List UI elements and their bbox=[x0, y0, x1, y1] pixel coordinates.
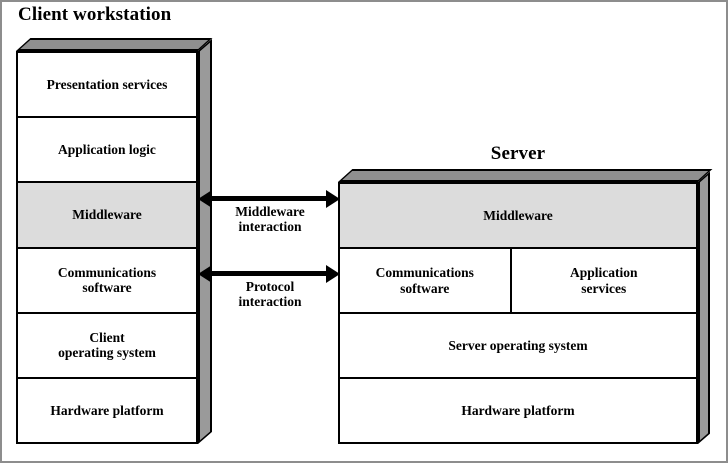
client-layer-presentation-services: Presentation services bbox=[18, 53, 196, 119]
server-stack: Middleware Communications software Appli… bbox=[338, 169, 713, 457]
client-workstation-title: Client workstation bbox=[18, 4, 172, 25]
arrow-shaft bbox=[210, 271, 328, 276]
client-layer-label: Client operating system bbox=[58, 330, 156, 361]
client-layer-label: Application logic bbox=[58, 142, 156, 158]
arrow-head-left-icon bbox=[198, 265, 212, 283]
server-layer-label: Middleware bbox=[483, 207, 553, 223]
server-layer-label: Communications software bbox=[375, 265, 474, 296]
server-layer-operating-system: Server operating system bbox=[340, 314, 696, 379]
client-layer-label: Middleware bbox=[72, 207, 142, 223]
client-layer-communications-software: Communications software bbox=[18, 248, 196, 314]
server-layer-label: Server operating system bbox=[448, 337, 588, 353]
arrow-head-left-icon bbox=[198, 190, 212, 208]
server-stack-top-bevel bbox=[338, 169, 713, 182]
client-workstation-stack: Presentation services Application logic … bbox=[16, 38, 213, 457]
protocol-interaction-arrow bbox=[198, 265, 340, 283]
client-layer-hardware-platform: Hardware platform bbox=[18, 378, 196, 443]
server-layer-application-services: Application services bbox=[512, 249, 696, 312]
server-layer-services-row: Communications software Application serv… bbox=[340, 249, 696, 314]
middleware-interaction-arrow bbox=[198, 190, 340, 208]
server-stack-side-panel bbox=[698, 171, 710, 445]
middleware-interaction-label: Middleware interaction bbox=[235, 204, 305, 235]
client-stack-front-face: Presentation services Application logic … bbox=[16, 51, 198, 444]
client-layer-label: Presentation services bbox=[46, 77, 168, 93]
client-layer-label: Communications software bbox=[57, 264, 157, 296]
server-title: Server bbox=[490, 143, 546, 164]
client-stack-top-bevel bbox=[16, 38, 213, 51]
client-layer-operating-system: Client operating system bbox=[18, 313, 196, 379]
client-layer-label: Hardware platform bbox=[50, 402, 164, 418]
server-stack-front-face: Middleware Communications software Appli… bbox=[338, 182, 698, 444]
protocol-interaction-label: Protocol interaction bbox=[238, 279, 302, 310]
server-layer-hardware-platform: Hardware platform bbox=[340, 379, 696, 442]
client-layer-middleware: Middleware bbox=[18, 183, 196, 249]
arrow-head-right-icon bbox=[326, 265, 340, 283]
server-layer-middleware: Middleware bbox=[340, 184, 696, 249]
server-layer-label: Application services bbox=[570, 265, 638, 296]
client-layer-application-logic: Application logic bbox=[18, 118, 196, 184]
server-layer-label: Hardware platform bbox=[461, 402, 575, 418]
server-layer-communications-software: Communications software bbox=[340, 249, 512, 312]
client-stack-side-panel bbox=[198, 38, 212, 444]
arrow-shaft bbox=[210, 196, 328, 201]
arrow-head-right-icon bbox=[326, 190, 340, 208]
